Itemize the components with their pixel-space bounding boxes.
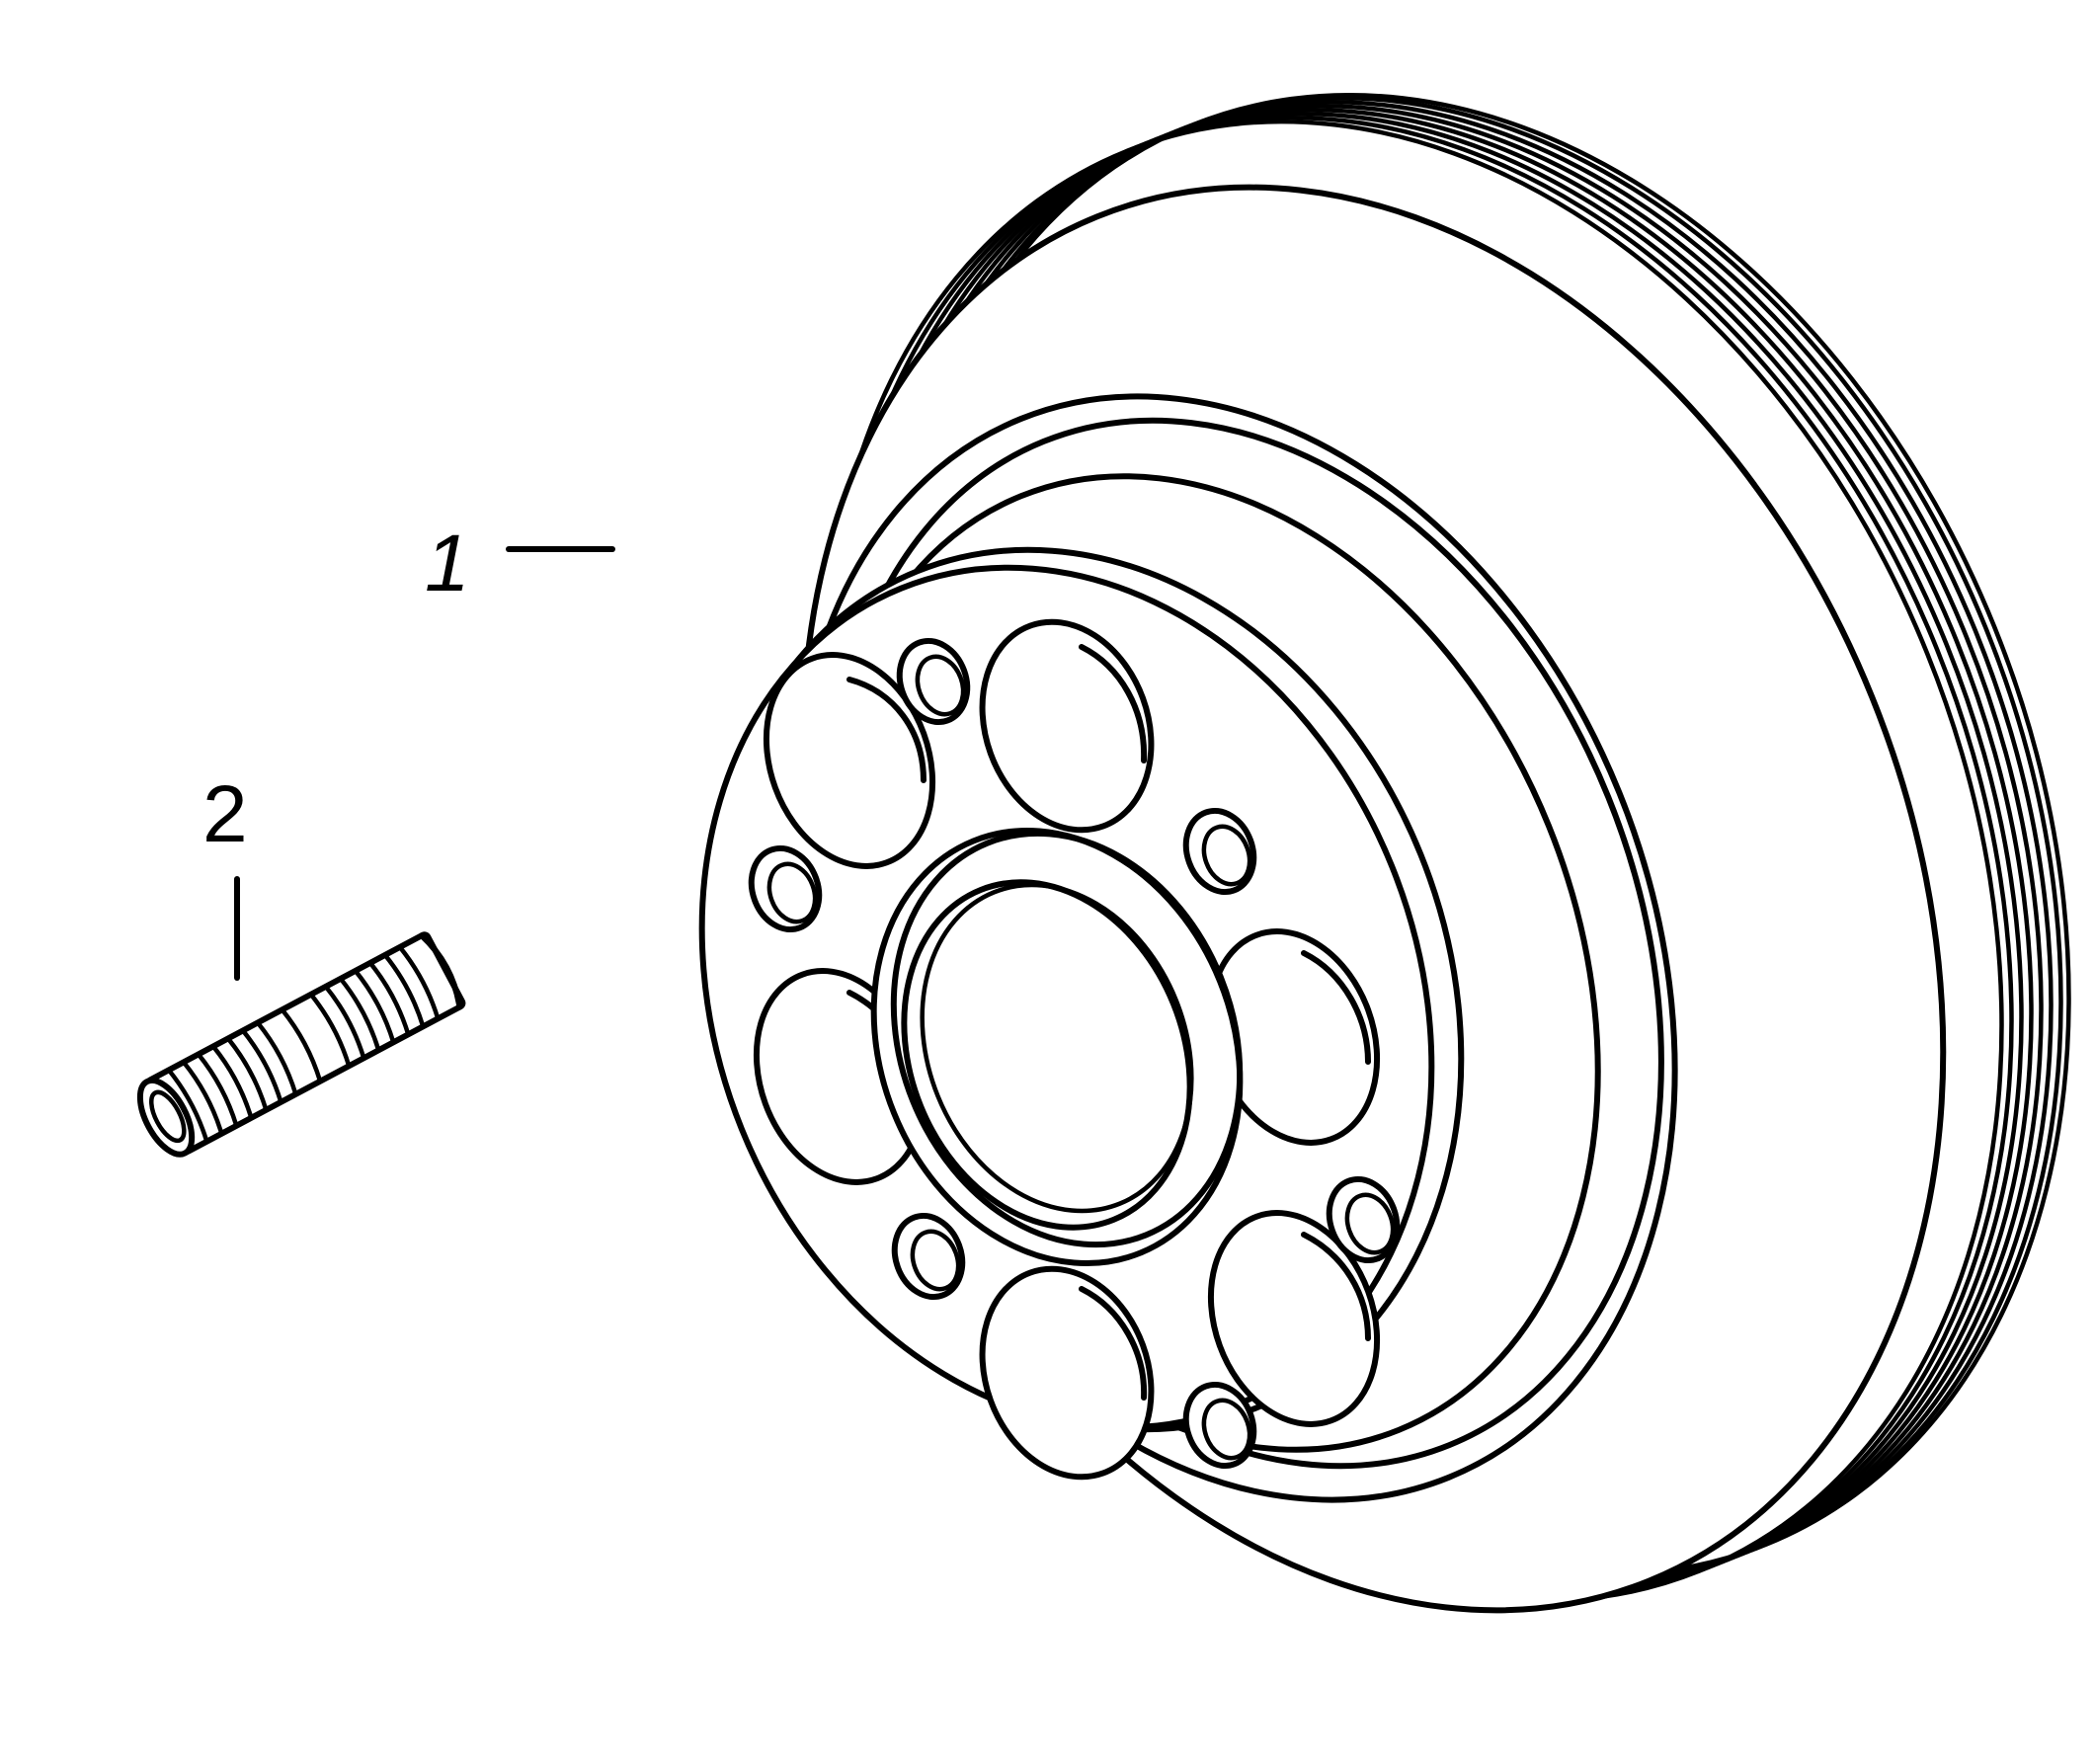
- stud-threads-left: [166, 1020, 298, 1145]
- hub-center-boss: [870, 827, 1244, 1267]
- callout-1: 1: [425, 519, 615, 608]
- callout-2-label: 2: [202, 769, 248, 859]
- crankshaft-pulley: [698, 92, 2071, 1614]
- callout-2: 2: [202, 769, 248, 981]
- hub-hole: [1207, 1210, 1381, 1427]
- hub-hole: [979, 618, 1155, 834]
- hub-hole: [979, 1265, 1155, 1481]
- hub-bolt-holes: [748, 637, 1401, 1470]
- callout-1-label: 1: [425, 519, 470, 608]
- threaded-stud: [136, 931, 466, 1158]
- hub-hole: [763, 652, 936, 869]
- stud-threads-right: [308, 944, 441, 1069]
